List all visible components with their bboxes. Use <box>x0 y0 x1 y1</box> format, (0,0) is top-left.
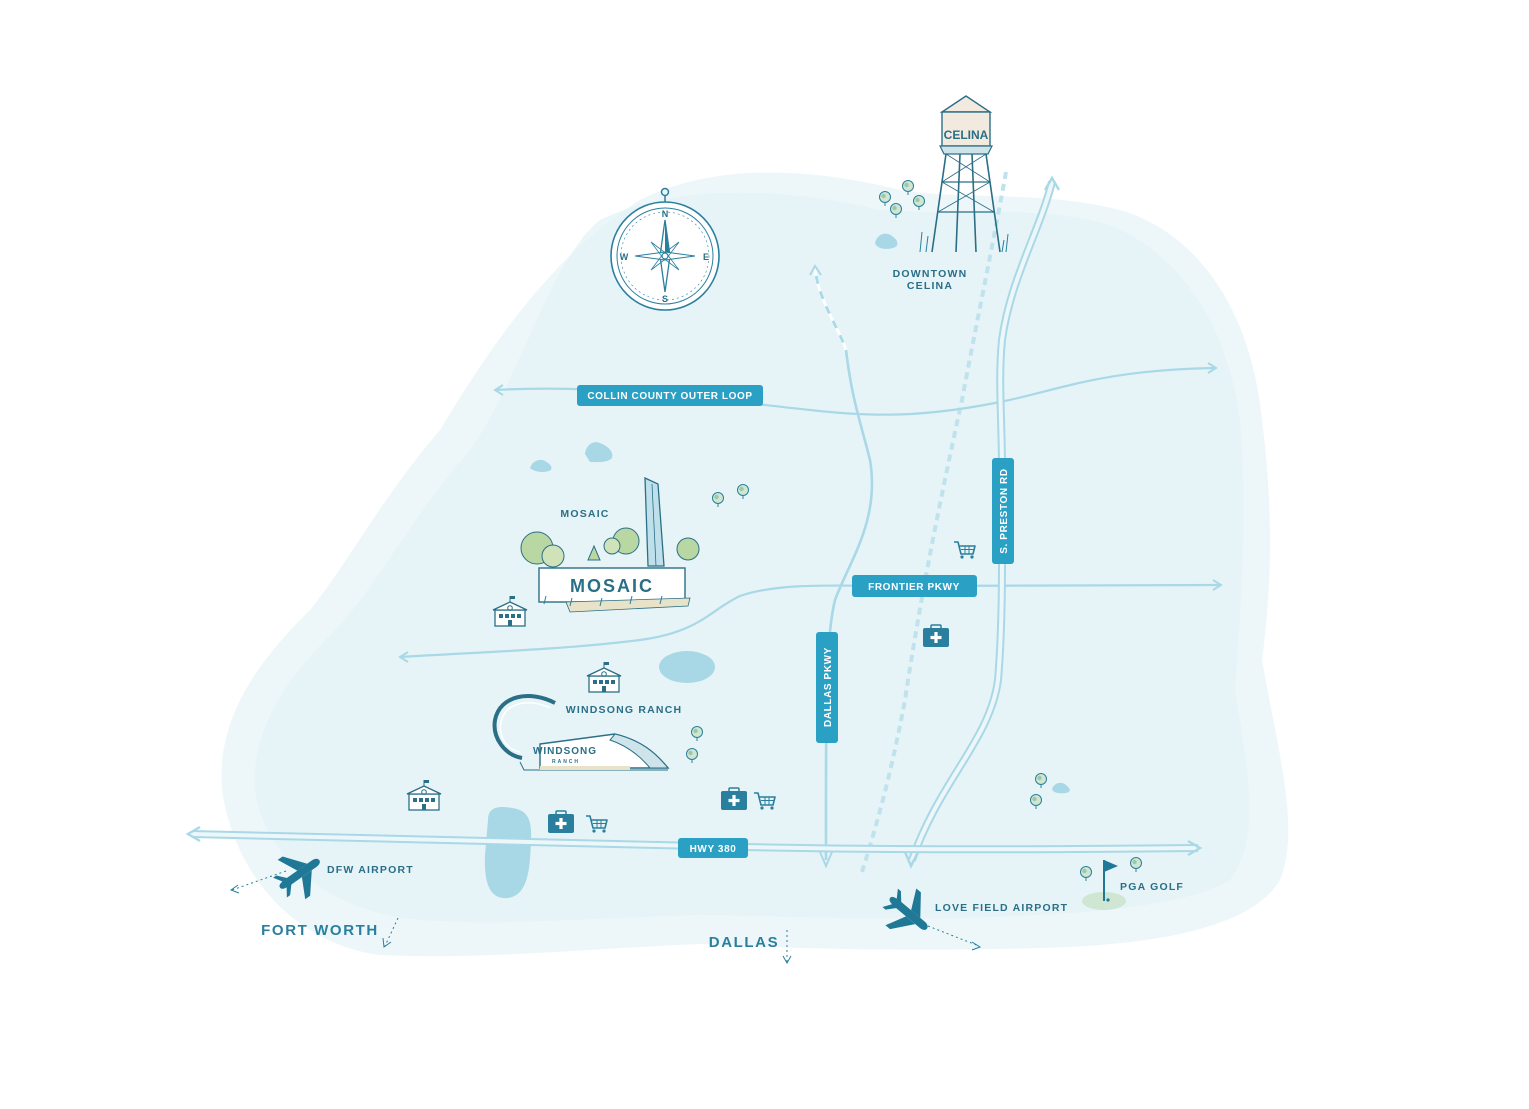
dfw-airport-label: DFW AIRPORT <box>327 864 414 876</box>
water-tower-icon: CELINA <box>919 95 1009 253</box>
dallas-label: DALLAS <box>709 934 779 951</box>
fort-worth-label: FORT WORTH <box>261 922 379 939</box>
label-frontier: FRONTIER PKWY <box>852 575 977 597</box>
svg-text:FRONTIER PKWY: FRONTIER PKWY <box>868 582 960 593</box>
downtown-celina-label-2: CELINA <box>907 280 953 292</box>
svg-text:DALLAS PKWY: DALLAS PKWY <box>823 647 834 727</box>
pond-icon <box>484 807 532 899</box>
region-inner-shade <box>254 192 1250 923</box>
compass-w: W <box>620 252 629 262</box>
golf-flag-icon <box>1082 860 1126 910</box>
mosaic-monument: MOSAIC <box>520 476 700 613</box>
svg-text:HWY 380: HWY 380 <box>690 844 737 855</box>
fort-worth-direction-arrow <box>384 917 399 947</box>
love-field-direction-arrow <box>927 925 980 947</box>
pond-icon <box>530 459 552 472</box>
compass-e: E <box>703 252 709 262</box>
love-field-label: LOVE FIELD AIRPORT <box>935 902 1068 914</box>
windsong-sign-sub: RANCH <box>552 759 580 765</box>
hospital-icon <box>922 624 950 648</box>
compass-s: S <box>662 294 668 304</box>
hospital-icon <box>547 810 575 834</box>
downtown-celina-label-1: DOWNTOWN <box>893 268 968 280</box>
water-tower-text: CELINA <box>944 128 989 142</box>
label-dallas-pkwy: DALLAS PKWY <box>816 632 838 743</box>
svg-text:COLLIN COUNTY OUTER LOOP: COLLIN COUNTY OUTER LOOP <box>587 391 752 402</box>
svg-text:S. PRESTON RD: S. PRESTON RD <box>999 468 1010 553</box>
pga-golf-label: PGA GOLF <box>1120 881 1184 893</box>
road-frontier <box>399 583 1221 659</box>
hospital-icon <box>720 787 748 811</box>
pond-icon <box>659 651 715 683</box>
windsong-monument: WINDSONG RANCH <box>492 694 670 771</box>
compass-n: N <box>662 209 669 219</box>
windsong-sign-text: WINDSONG <box>533 746 597 757</box>
label-preston: S. PRESTON RD <box>992 458 1014 564</box>
pond-icon <box>1052 782 1070 794</box>
label-hwy380: HWY 380 <box>678 838 748 858</box>
compass-icon: N E S W <box>610 187 720 311</box>
pond-icon <box>875 233 898 249</box>
mosaic-sign-text: MOSAIC <box>570 576 654 596</box>
windsong-ranch-label: WINDSONG RANCH <box>566 704 683 716</box>
mosaic-label: MOSAIC <box>560 508 609 520</box>
label-outer-loop: COLLIN COUNTY OUTER LOOP <box>577 385 763 406</box>
pond-icon <box>585 442 613 463</box>
rail-line <box>860 171 1008 873</box>
